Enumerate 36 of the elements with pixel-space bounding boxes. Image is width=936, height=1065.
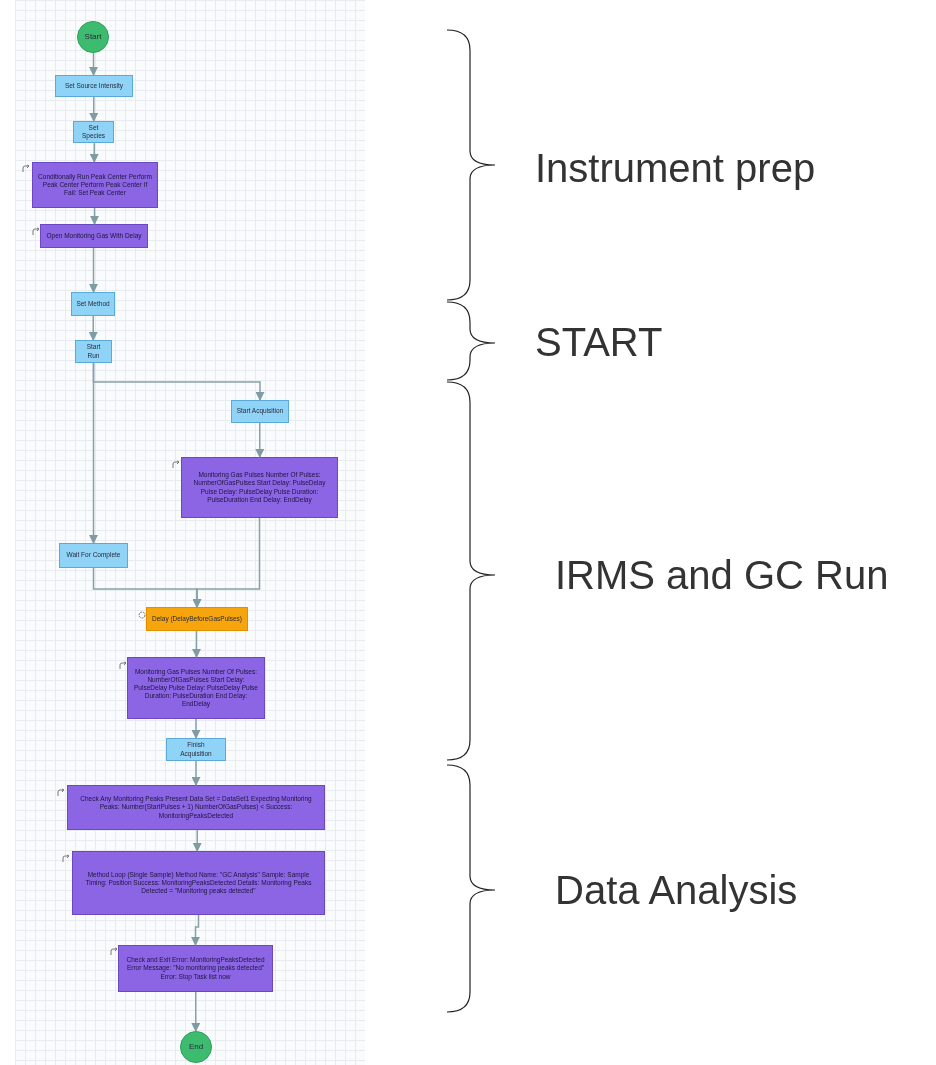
- process-box: [118, 945, 273, 992]
- arrow: [192, 630, 201, 658]
- process-box: [73, 121, 114, 144]
- section-label: Data Analysis: [555, 870, 798, 910]
- arrow: [255, 422, 265, 458]
- arrow: [89, 247, 98, 293]
- process-box: [59, 543, 128, 568]
- process-box: [40, 224, 148, 248]
- arrow: [191, 914, 200, 946]
- process-box: [71, 292, 115, 316]
- delay-box: [146, 607, 248, 631]
- arrow: [88, 315, 98, 341]
- process-box: [231, 400, 289, 423]
- process-box: [75, 340, 112, 363]
- arrow: [191, 760, 201, 786]
- arrow: [89, 96, 99, 122]
- arrow: [89, 142, 99, 163]
- process-box: [55, 75, 133, 97]
- section-label: START: [535, 322, 663, 362]
- section-label: IRMS and GC Run: [555, 555, 889, 595]
- arrow: [89, 52, 98, 76]
- node-text: Start: [84, 32, 102, 42]
- arrow: [191, 718, 201, 739]
- arrow: [90, 207, 99, 225]
- arrow: [191, 991, 201, 1032]
- process-box: [72, 851, 325, 915]
- process-box: [127, 657, 265, 719]
- arrow: [89, 362, 98, 544]
- process-box: [32, 162, 158, 208]
- process-box: [181, 457, 338, 518]
- arrow: [192, 829, 202, 852]
- section-label: Instrument prep: [535, 148, 816, 188]
- process-box: [166, 738, 226, 761]
- arrow: [92, 567, 202, 608]
- process-box: [67, 785, 325, 830]
- node-text: End: [188, 1042, 204, 1052]
